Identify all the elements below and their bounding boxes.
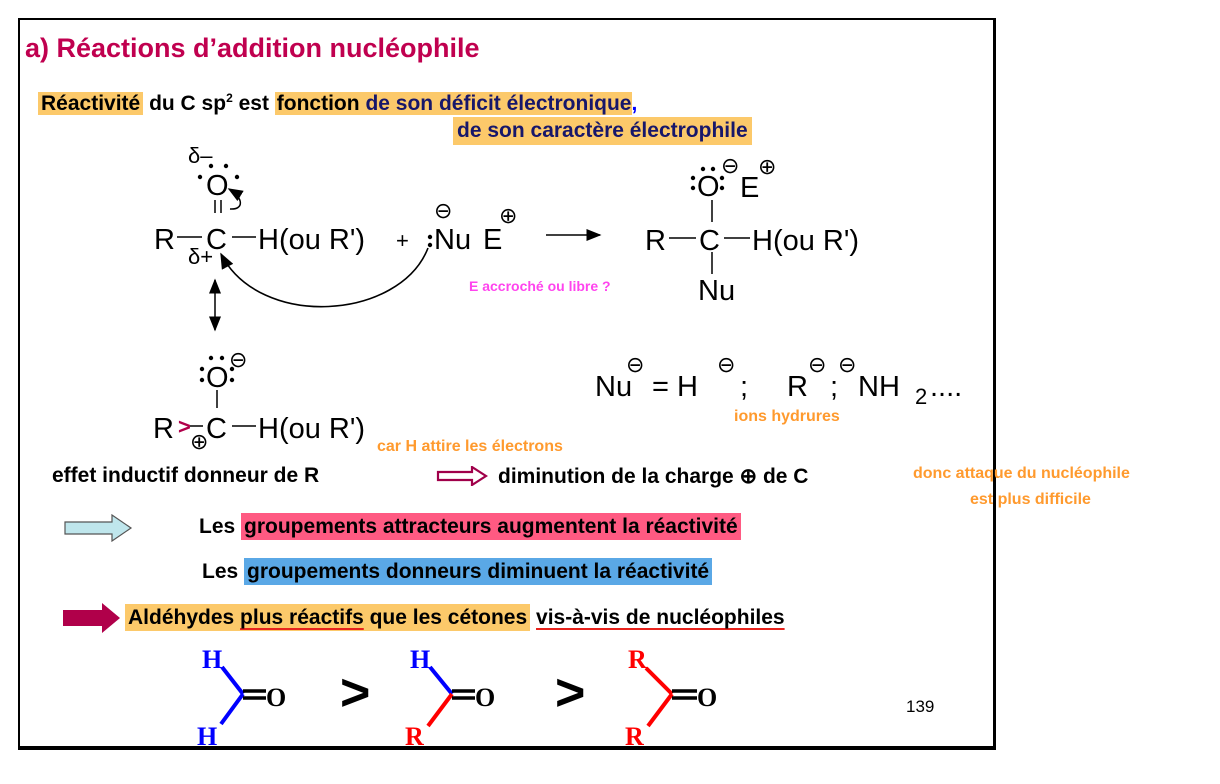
svg-text:= H: = H [652,371,698,403]
svg-text:R: R [628,645,647,674]
svg-text:;: ; [740,371,748,403]
charge-decrease-text: diminution de la charge ⊕ de C [498,465,809,488]
h-or-r-prime: H(ou R') [258,224,365,256]
r-group-product: R [645,225,666,257]
aldehyde: H R O [405,645,495,751]
formaldehyde: H H O [197,645,286,751]
plus-reactifs-underlined: plus réactifs [240,606,364,629]
inductive-effect-mark: > [178,414,191,439]
svg-text:O: O [475,683,495,712]
attack-arrow [220,247,429,308]
donneurs-rule: Les groupements donneurs diminuent la ré… [202,557,713,587]
light-blue-arrow-icon [64,514,133,542]
svg-text:⊖: ⊖ [626,352,644,377]
ions-hydrures-note: ions hydrures [734,408,840,425]
conclusion-highlight: Aldéhydes plus réactifs que les cétones [125,604,531,631]
intro-du-c: du C sp [149,92,227,115]
svg-text:H: H [410,645,430,674]
oxygen-atom: O [206,170,229,202]
attracteurs-rule: Les groupements attracteurs augmentent l… [199,512,741,542]
ketone: R R O [625,645,717,751]
oxygen-atom-product: O [697,171,720,203]
svg-text:R: R [405,722,424,751]
r-group: R [154,224,175,256]
carbon-atom-product: C [699,225,720,257]
svg-text:....: .... [930,371,962,403]
delta-plus: δ+ [188,244,213,269]
svg-text:⊖: ⊖ [717,352,735,377]
plus-charge: ⊕ [499,203,517,228]
nucleophile: Nu [434,224,471,256]
page-number: 139 [906,697,935,716]
plus-sign: + [396,228,409,253]
deficit-highlight: de son déficit électronique [365,92,632,115]
carbon-atom: C [206,224,227,256]
minus-charge: ⊖ [434,198,452,223]
les-label: Les [199,515,236,538]
svg-text:R: R [625,722,644,751]
greater-than-1: > [340,664,370,722]
slide-title: a) Réactions d’addition nucléophile [25,33,480,63]
intro-sup: 2 [226,91,233,105]
implies-arrow-icon [436,466,488,486]
svg-text:H: H [197,722,217,751]
r-group-resonance: R [153,413,174,445]
svg-text:O: O [697,683,717,712]
reactivity-comparison: H H O > H R O > R R O [197,645,717,751]
attracteurs-highlight: groupements attracteurs augmentent la ré… [241,513,741,540]
svg-text:2: 2 [915,384,927,409]
delta-minus: δ– [188,143,213,168]
greater-than-2: > [555,664,585,722]
intro-est: est [232,92,275,115]
nucleophile-examples: Nu ⊖ = H ⊖ ; R ⊖ ; ⊖ NH 2 .... [595,352,962,409]
electrophile: E [483,224,502,256]
inductive-effect-text: effet inductif donneur de R [52,464,320,487]
lone-pair-dots [197,163,240,180]
intro-line: Réactivité du C sp2 est fonction de son … [38,85,637,117]
nucleophile-product: Nu [698,275,735,307]
svg-text:O: O [266,683,286,712]
slide-frame [18,18,996,750]
conclusion-line: Aldéhydes plus réactifs que les cétones … [125,603,785,633]
les-label: Les [202,560,239,583]
difficulty-note-line1: donc attaque du nucléophile [913,465,1130,482]
carbon-atom-resonance: C [206,413,227,445]
svg-text:Nu: Nu [595,371,632,403]
h-or-r-prime-resonance: H(ou R') [258,413,365,445]
minus-charge-product: ⊖ [721,153,739,178]
electron-arrow [227,188,244,210]
fonction-highlight: fonction [274,92,366,115]
svg-text:;: ; [830,371,838,403]
donneurs-highlight: groupements donneurs diminuent la réacti… [244,558,713,585]
electrophile-product: E [740,172,759,204]
oxygen-atom-resonance: O [206,362,229,394]
minus-charge-resonance: ⊖ [229,347,247,372]
svg-text:R: R [787,371,808,403]
intro-comma: , [631,92,638,115]
plus-charge-product: ⊕ [758,154,776,179]
svg-text:NH: NH [858,371,900,403]
plus-charge-resonance: ⊕ [190,429,208,454]
h-or-r-prime-product: H(ou R') [752,225,859,257]
electrophile-note: E accroché ou libre ? [469,278,611,294]
reactivite-highlight: Réactivité [38,92,144,115]
difficulty-note-line2: est plus difficile [970,491,1091,508]
svg-text:H: H [202,645,222,674]
caractere-highlight: de son caractère électrophile [453,117,752,145]
vis-a-vis-underlined: vis-à-vis de nucléophiles [536,606,785,629]
crimson-arrow-icon [63,603,120,633]
svg-text:⊖: ⊖ [838,352,856,377]
car-h-note: car H attire les électrons [377,438,563,455]
svg-text:⊖: ⊖ [808,352,826,377]
